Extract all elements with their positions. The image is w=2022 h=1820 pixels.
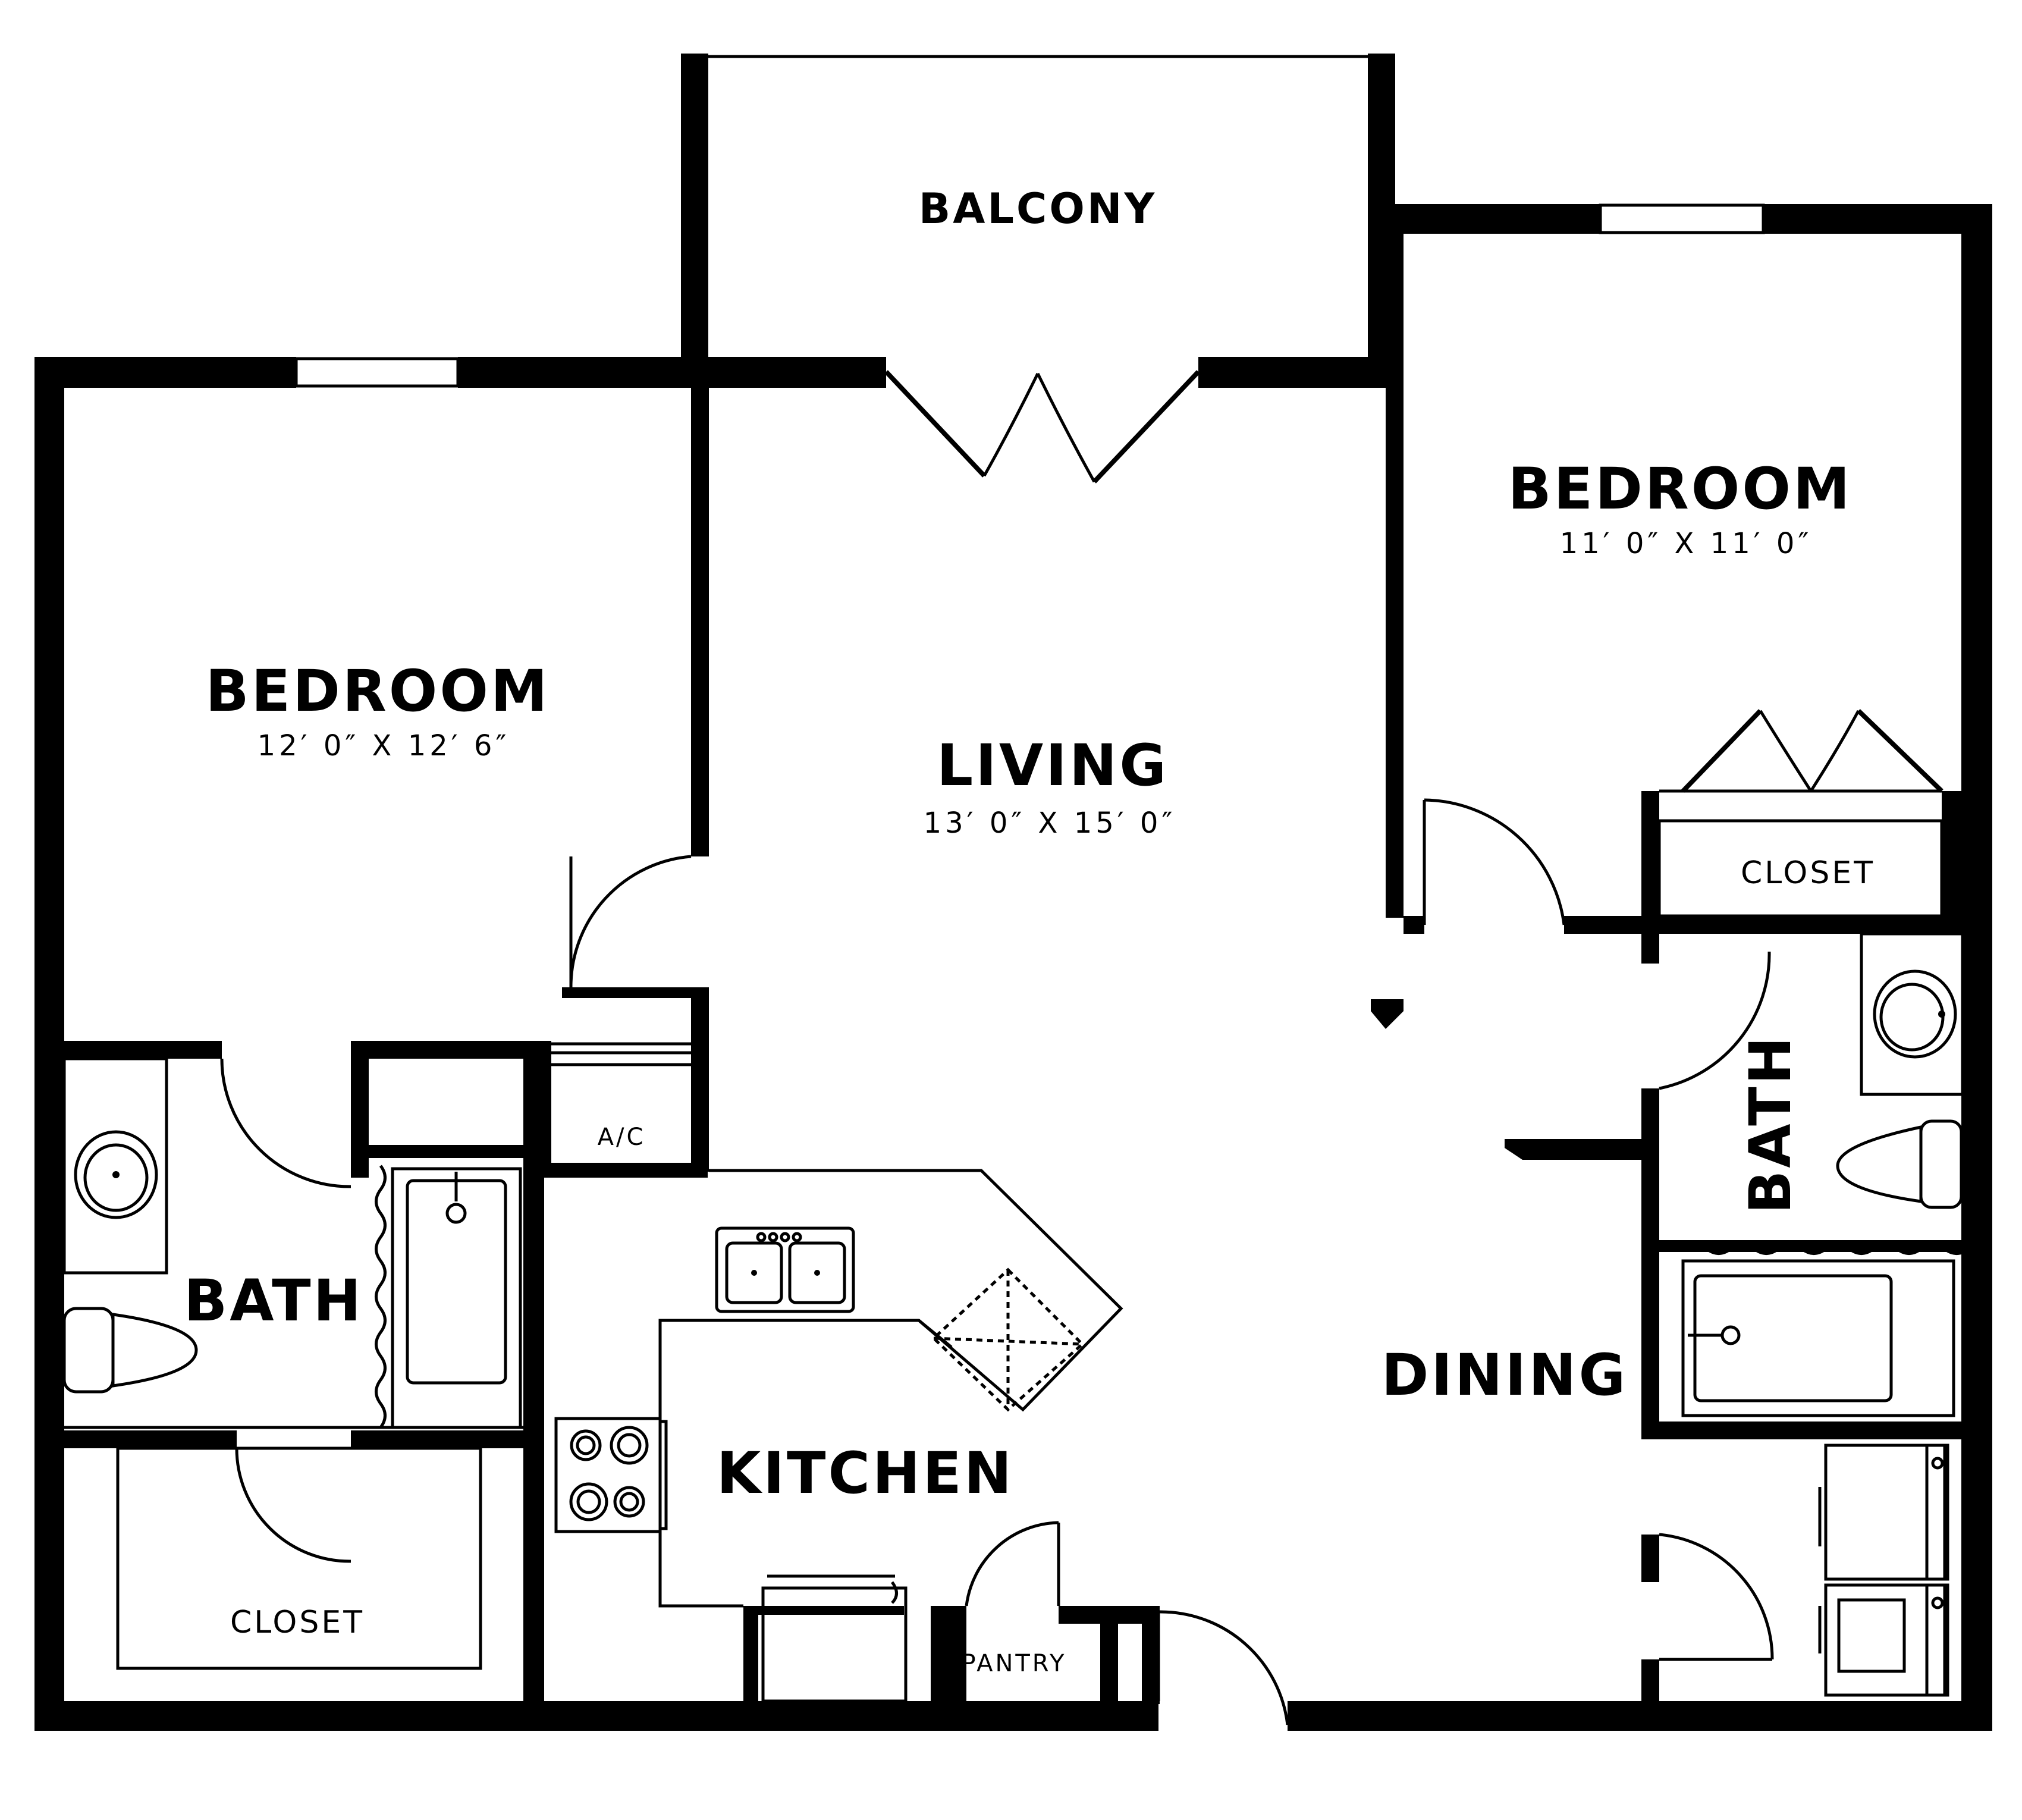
bath-left-label: BATH	[184, 1267, 363, 1334]
balcony-label: BALCONY	[919, 184, 1157, 233]
bathtub-icon	[375, 1165, 522, 1429]
sink-icon	[1873, 969, 1957, 1059]
ac-label: A/C	[598, 1124, 646, 1151]
labels: BALCONY BEDROOM 12′ 0″ X 12′ 6″ BEDROOM …	[184, 184, 1875, 1677]
bedroom-left-dims: 12′ 0″ X 12′ 6″	[258, 729, 510, 762]
dining-label: DINING	[1382, 1342, 1628, 1408]
refrigerator-icon	[761, 1574, 908, 1703]
bedroom-right-label: BEDROOM	[1508, 456, 1852, 522]
living-dims: 13′ 0″ X 15′ 0″	[924, 807, 1176, 840]
sink-icon	[74, 1130, 158, 1219]
closet-right-label: CLOSET	[1741, 855, 1875, 891]
window-left-bedroom	[294, 357, 460, 388]
kitchen-sink-icon	[715, 1226, 855, 1313]
bedroom-left-label: BEDROOM	[205, 658, 550, 724]
bathtub-icon	[1681, 1243, 1970, 1417]
bedroom-right-dims: 11′ 0″ X 11′ 0″	[1560, 527, 1813, 560]
walls	[34, 54, 1992, 1731]
closet-left-label: CLOSET	[230, 1605, 365, 1640]
bath-right-label: BATH	[1737, 1034, 1804, 1214]
kitchen-label: KITCHEN	[717, 1440, 1014, 1507]
living-label: LIVING	[937, 732, 1169, 799]
fixtures	[62, 969, 1970, 1703]
dishwasher-icon	[931, 1267, 1085, 1412]
toilet-icon	[62, 1307, 198, 1394]
thin-lines	[62, 55, 1964, 1670]
pantry-label: PANTRY	[962, 1650, 1067, 1677]
doors	[220, 370, 1943, 1725]
washer-dryer-icon	[1818, 1444, 1949, 1697]
stove-icon	[554, 1417, 668, 1533]
window-right-bedroom	[1599, 203, 1765, 234]
toilet-icon	[1836, 1119, 1963, 1209]
